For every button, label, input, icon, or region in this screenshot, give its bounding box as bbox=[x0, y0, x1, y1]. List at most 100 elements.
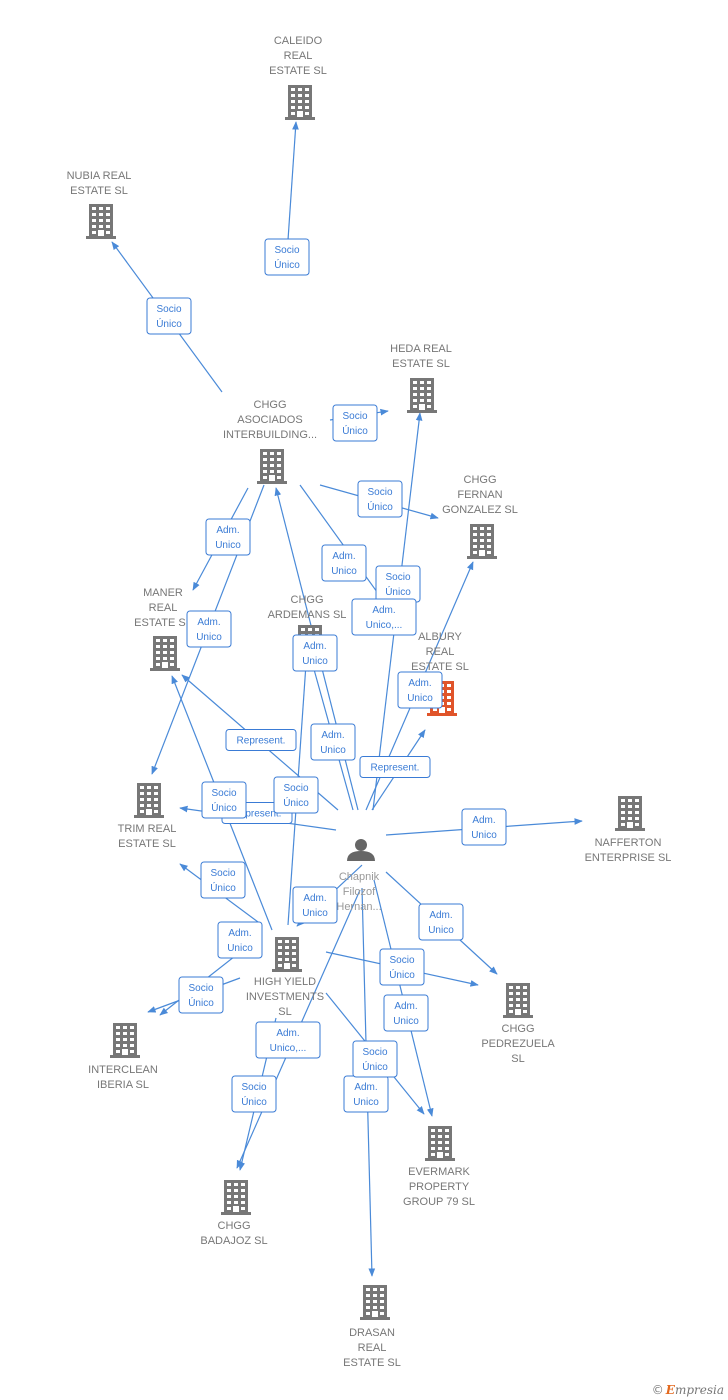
node-label: CHGG bbox=[464, 474, 497, 486]
edge-label-text: Socio bbox=[342, 411, 367, 422]
edge-label-text: Unico bbox=[215, 540, 241, 551]
building-icon bbox=[272, 937, 302, 972]
node-label: TRIM REAL bbox=[118, 823, 177, 835]
edge-label-text: Adm. bbox=[354, 1082, 377, 1093]
edge-label-16[interactable]: Adm.Unico bbox=[292, 886, 338, 924]
edge-label-text: Socio bbox=[188, 983, 213, 994]
node-label: HEDA REAL bbox=[390, 343, 452, 355]
edge-label-text: Único bbox=[274, 258, 300, 271]
node-label: CHGG bbox=[218, 1220, 251, 1232]
node-label: BADAJOZ SL bbox=[200, 1235, 267, 1247]
node-label: NUBIA REAL bbox=[67, 170, 132, 182]
edge-label-text: Único bbox=[385, 585, 411, 598]
edge-label-box bbox=[351, 598, 417, 636]
edge-label-text: Socio bbox=[367, 487, 392, 498]
edge-label-text: Único bbox=[389, 968, 415, 981]
edge-label-10[interactable]: Adm.Unico bbox=[397, 671, 443, 709]
edge-label-text: Represent. bbox=[237, 736, 286, 747]
node-label: INTERCLEAN bbox=[88, 1064, 158, 1076]
edge-label-4[interactable]: Adm. Unico bbox=[205, 518, 251, 556]
node-chgg_asociados[interactable]: CHGGASOCIADOSINTERBUILDING... bbox=[223, 399, 317, 484]
edge-label-text: Unico bbox=[331, 566, 357, 577]
edge-label-text: Adm. bbox=[276, 1028, 299, 1039]
edge-label-box bbox=[217, 921, 263, 959]
node-label: PROPERTY bbox=[409, 1181, 470, 1193]
edge-label-25[interactable]: Adm.Unico bbox=[217, 921, 263, 959]
edge-label-text: Unico bbox=[471, 830, 497, 841]
node-label: CHGG bbox=[291, 594, 324, 606]
node-label: Filozof bbox=[343, 886, 376, 898]
edge-chgg_asociados-to-caleido bbox=[287, 121, 299, 241]
edge-label-box bbox=[264, 238, 310, 276]
edge-label-5[interactable]: Adm.Unico bbox=[321, 544, 367, 582]
edge-label-13[interactable]: Represent. bbox=[359, 756, 431, 778]
edge-label-text: Adm. bbox=[197, 617, 220, 628]
node-label: MANER bbox=[143, 587, 183, 599]
edge-label-box bbox=[383, 994, 429, 1032]
edge-label-box bbox=[201, 781, 247, 819]
node-label: ENTERPRISE SL bbox=[585, 852, 672, 864]
edge-label-18[interactable]: Adm. Unico bbox=[383, 994, 429, 1032]
building-icon bbox=[285, 85, 315, 120]
edge-label-6[interactable]: Adm.Unico bbox=[186, 610, 232, 648]
edge-label-text: Unico bbox=[302, 656, 328, 667]
edge-label-box bbox=[359, 756, 431, 778]
edge-label-text: Único bbox=[210, 881, 236, 894]
edge-label-text: Único bbox=[342, 424, 368, 437]
edge-label-9[interactable]: Adm. Unico bbox=[292, 634, 338, 672]
edge-label-text: Único bbox=[367, 500, 393, 513]
node-label: GROUP 79 SL bbox=[403, 1196, 475, 1208]
edge-label-11[interactable]: Adm.Unico bbox=[310, 723, 356, 761]
edge-label-box bbox=[273, 776, 319, 814]
node-label: PEDREZUELA bbox=[481, 1038, 555, 1050]
node-chgg_badajoz[interactable]: CHGG BADAJOZ SL bbox=[200, 1180, 268, 1247]
edge-label-text: Unico bbox=[393, 1016, 419, 1027]
edge-label-text: Único bbox=[156, 317, 182, 330]
edge-label-text: Adm. bbox=[394, 1001, 417, 1012]
edge-label-text: Adm. bbox=[216, 525, 239, 536]
edge-label-12[interactable]: Represent. bbox=[225, 729, 297, 751]
edge-label-text: Unico bbox=[353, 1097, 379, 1108]
edge-label-8[interactable]: Adm.Unico,... bbox=[351, 598, 417, 636]
brand-name: mpresia bbox=[674, 1383, 724, 1397]
edge-label-text: Adm. bbox=[303, 641, 326, 652]
edge-label-15[interactable]: Adm.Unico bbox=[461, 808, 507, 846]
edge-label-17[interactable]: Adm.Unico bbox=[418, 903, 464, 941]
node-label: ALBURY bbox=[418, 631, 462, 643]
building-icon bbox=[360, 1285, 390, 1320]
edge-label-text: Único bbox=[283, 796, 309, 809]
edge-label-box bbox=[146, 297, 192, 335]
edge-label-20[interactable]: Adm.Unico,... bbox=[255, 1021, 321, 1059]
node-label: ARDEMANS SL bbox=[268, 609, 347, 621]
edge-label-19[interactable]: Adm. Unico bbox=[343, 1075, 389, 1113]
edge-label-text: Represent. bbox=[233, 809, 282, 820]
node-label: Hernan... bbox=[336, 901, 381, 913]
edge-label-text: Único bbox=[362, 1060, 388, 1073]
edge-label-box bbox=[225, 729, 297, 751]
node-chapnik[interactable]: ChapnikFilozofHernan... bbox=[336, 839, 382, 913]
